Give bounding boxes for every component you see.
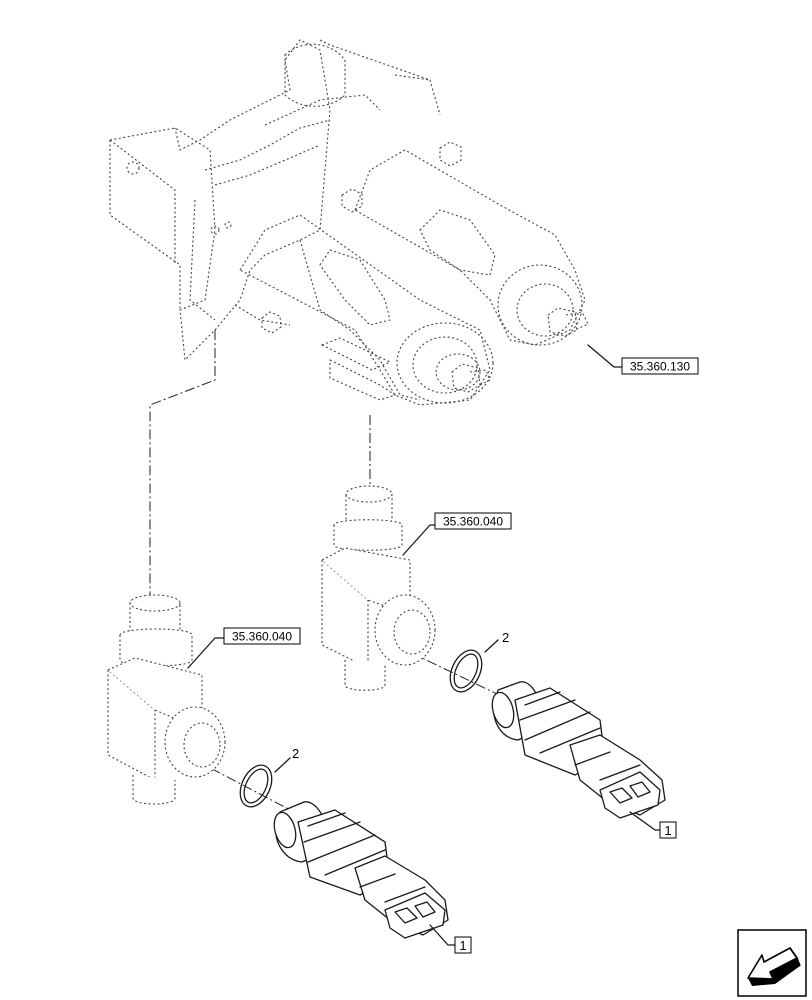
callout-sensor-lower-text: 1: [459, 938, 466, 953]
callout-fitting-ref-upper[interactable]: 35.360.040: [434, 512, 512, 530]
callout-fitting-ref-lower[interactable]: 35.360.040: [223, 627, 301, 645]
oring-upper: [449, 649, 483, 693]
fitting-upper: [321, 485, 436, 691]
callout-oring-upper: 2: [502, 630, 509, 645]
callout-fitting-ref-upper-text: 35.360.040: [443, 515, 503, 529]
callout-oring-lower: 2: [292, 746, 299, 761]
callout-valve-ref[interactable]: 35.360.130: [621, 357, 699, 375]
arrow-icon[interactable]: [737, 929, 807, 997]
callout-fitting-ref-lower-text: 35.360.040: [232, 630, 292, 644]
callout-sensor-upper[interactable]: 1: [659, 821, 677, 839]
callout-sensor-upper-text: 1: [664, 823, 671, 838]
fitting-lower: [107, 594, 226, 805]
oring-lower: [239, 764, 273, 808]
sensor-lower: [273, 801, 449, 939]
centerline-left: [149, 330, 216, 600]
callout-valve-ref-text: 35.360.130: [630, 360, 690, 374]
leader-lines: [187, 344, 661, 946]
callout-sensor-lower[interactable]: 1: [454, 936, 472, 954]
valve-block: [109, 39, 589, 406]
sensor-upper: [491, 681, 666, 819]
